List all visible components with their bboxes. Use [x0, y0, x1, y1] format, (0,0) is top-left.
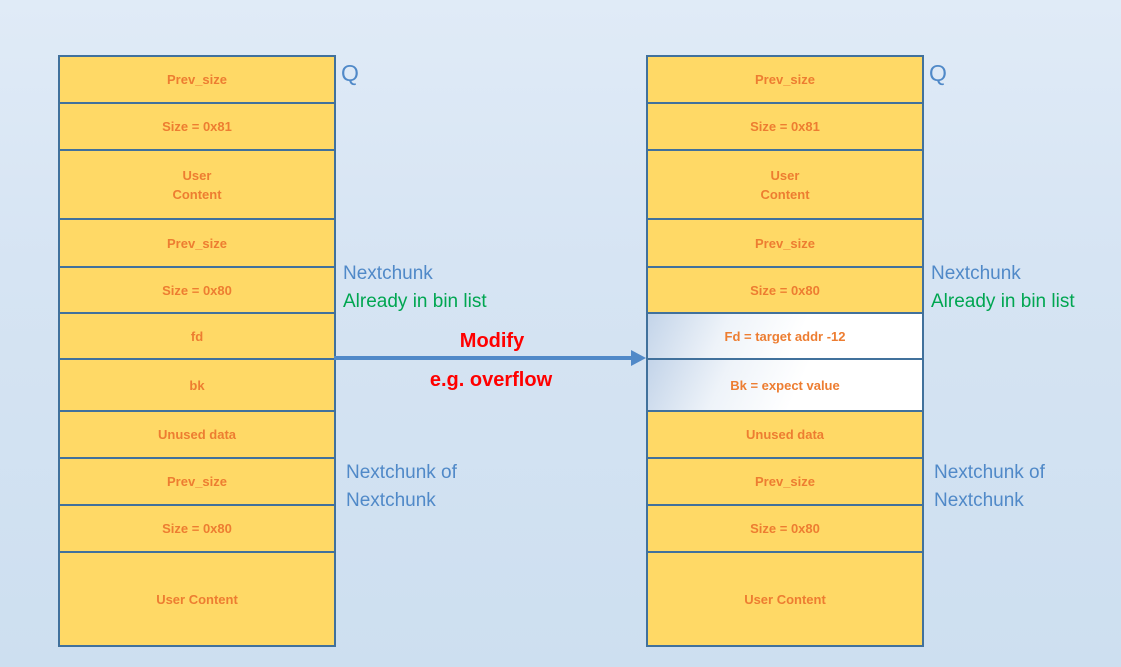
chunk-row-size-0x80: Size = 0x80: [60, 506, 334, 553]
nextchunk-label: Nextchunk: [343, 263, 433, 284]
chunk-row-label: Content: [760, 186, 810, 202]
nextchunk-label: Nextchunk: [346, 490, 436, 511]
chunk-row-size-0x81: Size = 0x81: [648, 104, 922, 151]
chunk-row-prev-size: Prev_size: [648, 459, 922, 506]
chunk-row-prev-size: Prev_size: [60, 220, 334, 268]
chunk-row-label: Unused data: [157, 427, 236, 442]
nextchunk-of-label: Nextchunk of: [346, 462, 457, 483]
chunk-row-label: Prev_size: [755, 235, 815, 251]
nextchunk-of-label: Nextchunk of: [934, 462, 1045, 483]
chunk-row-size-0x81: Size = 0x81: [60, 104, 334, 151]
modify-arrow-icon: [334, 350, 646, 366]
chunk-row-unused-data: Unused data: [648, 412, 922, 459]
chunk-row-label: User Content: [156, 591, 238, 607]
chunk-row-prev-size: Prev_size: [60, 57, 334, 104]
chunk-row-label: Size = 0x81: [750, 119, 820, 134]
chunk-row-label: Size = 0x80: [162, 282, 232, 298]
chunk-row-label: bk: [189, 377, 205, 393]
chunk-row-label: Size = 0x80: [162, 521, 232, 536]
chunk-row-label: Bk = expect value: [730, 377, 840, 393]
nextchunk-of-note-left: Nextchunk of Nextchunk: [346, 459, 457, 515]
q-label-left: Q: [341, 60, 359, 86]
chunk-row-size-0x80: Size = 0x80: [648, 268, 922, 314]
chunk-row-label: Content: [172, 186, 222, 202]
chunk-row-label: Size = 0x80: [750, 521, 820, 536]
chunk-row-label: User: [182, 167, 212, 183]
chunk-row-prev-size: Prev_size: [648, 220, 922, 268]
chunk-row-size-0x80: Size = 0x80: [60, 268, 334, 314]
chunk-row-label: Prev_size: [755, 474, 815, 489]
modify-label: Modify: [459, 330, 525, 352]
chunk-row-user-content: User Content: [60, 553, 334, 645]
chunk-row-label: Prev_size: [167, 72, 227, 87]
chunk-row-user-content: User Content: [648, 553, 922, 645]
chunk-row-label: Unused data: [745, 427, 824, 442]
nextchunk-of-note-right: Nextchunk of Nextchunk: [934, 459, 1045, 515]
chunk-row-label: User Content: [744, 591, 826, 607]
overflow-label: e.g. overflow: [429, 369, 553, 391]
chunk-row-label: Size = 0x80: [750, 282, 820, 298]
chunk-row-label: Prev_size: [167, 235, 227, 251]
nextchunk-note-right: Nextchunk Already in bin list: [931, 260, 1075, 316]
chunk-row-size-0x80: Size = 0x80: [648, 506, 922, 553]
already-in-bin-label: Already in bin list: [343, 291, 487, 312]
chunk-row-label: User: [770, 167, 800, 183]
chunk-row-label: Prev_size: [755, 72, 815, 87]
chunk-row-label: Size = 0x81: [162, 119, 232, 134]
q-label-right: Q: [929, 60, 947, 86]
chunk-row-bk-expect-value: Bk = expect value: [648, 360, 922, 412]
chunk-row-label: Prev_size: [167, 474, 227, 489]
chunk-row-unused-data: Unused data: [60, 412, 334, 459]
nextchunk-note-left: Nextchunk Already in bin list: [343, 260, 487, 316]
chunk-row-prev-size: Prev_size: [648, 57, 922, 104]
chunk-row-label: fd: [190, 328, 204, 344]
nextchunk-label: Nextchunk: [934, 490, 1024, 511]
chunk-row-prev-size: Prev_size: [60, 459, 334, 506]
chunk-row-label: Fd = target addr -12: [724, 328, 846, 344]
chunk-row-fd-target-addr-12: Fd = target addr -12: [648, 314, 922, 360]
nextchunk-label: Nextchunk: [931, 263, 1021, 284]
already-in-bin-label: Already in bin list: [931, 291, 1075, 312]
chunk-row-bk: bk: [60, 360, 334, 412]
chunk-row-fd: fd: [60, 314, 334, 360]
